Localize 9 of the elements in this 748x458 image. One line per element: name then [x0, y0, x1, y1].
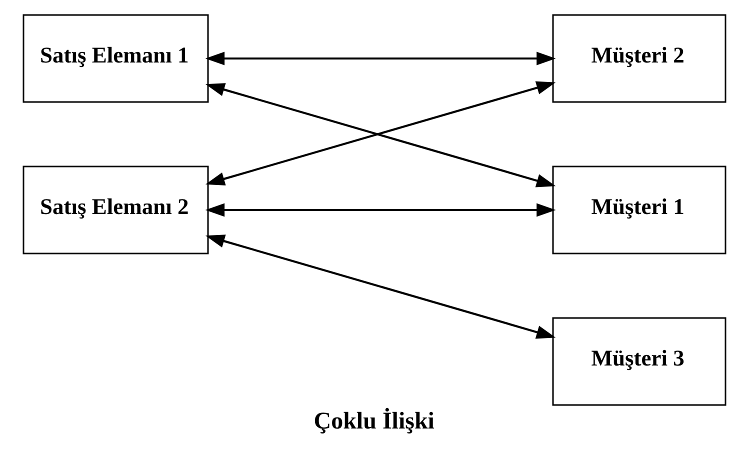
- node-box: Müşteri 2: [552, 14, 726, 102]
- node-box: Müşteri 1: [552, 165, 726, 254]
- caption: Çoklu İlişki: [313, 408, 434, 434]
- node-box: Satış Elemanı 1: [22, 14, 208, 102]
- node-box: Satış Elemanı 2: [22, 165, 208, 254]
- arrow: [204, 234, 556, 338]
- arrow: [204, 51, 556, 65]
- arrow: [204, 202, 556, 216]
- node-box: Müşteri 3: [552, 316, 726, 406]
